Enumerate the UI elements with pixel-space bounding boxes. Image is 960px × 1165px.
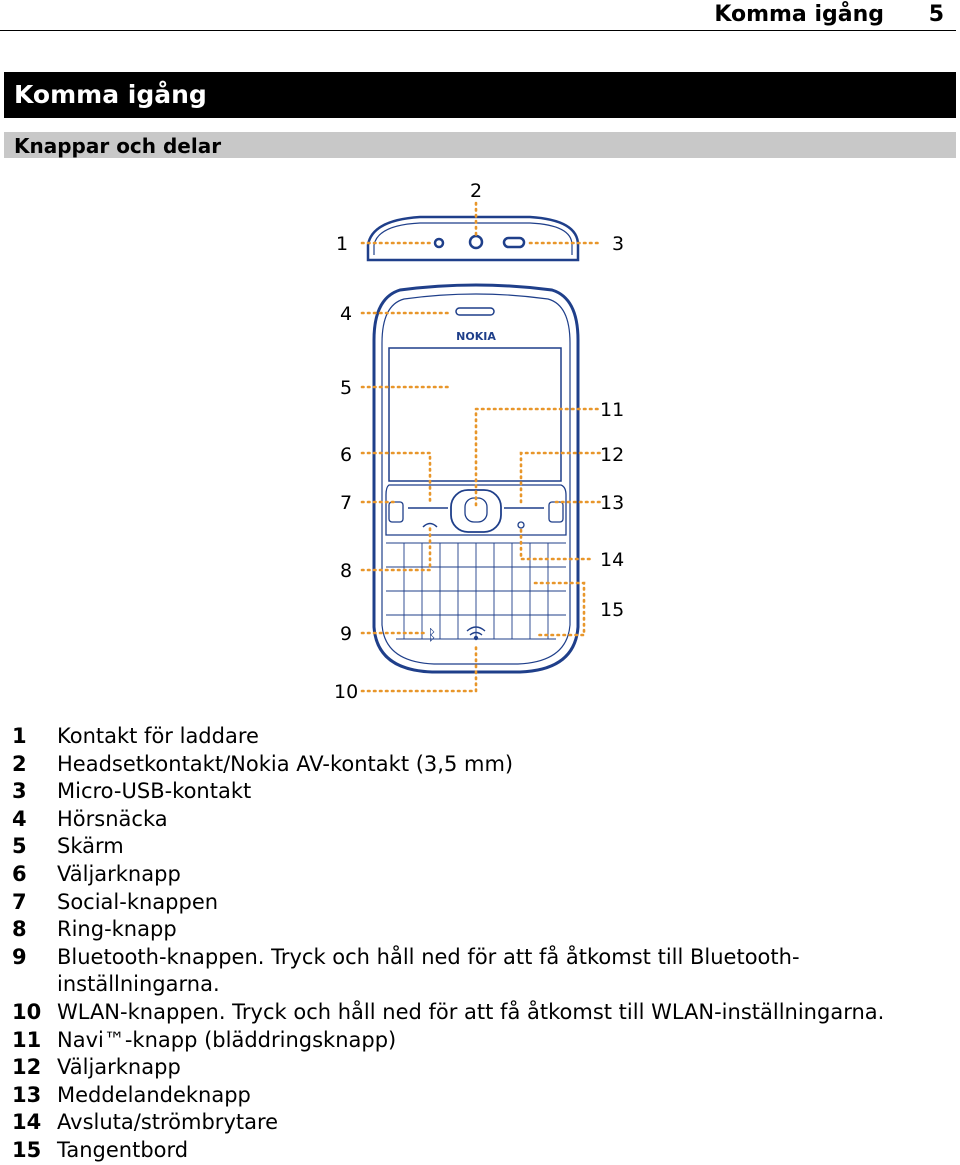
callout-7: 7	[340, 492, 352, 514]
legend-number: 4	[12, 806, 27, 831]
legend-number: 6	[12, 861, 27, 886]
callout-1: 1	[336, 233, 348, 255]
legend-text: Navi™-knapp (bläddringsknapp)	[57, 1027, 397, 1052]
callout-10: 10	[334, 681, 358, 703]
nokia-logo: NOKIA	[456, 330, 496, 343]
callout-numbers: 1 2 3 4 5 6 7 8 9 10 11 12 13 14 15	[334, 180, 624, 703]
running-header: Komma igång 5	[0, 0, 956, 31]
callout-8: 8	[340, 560, 352, 582]
callout-5: 5	[340, 377, 352, 399]
legend-item: 7 Social-knappen	[12, 889, 952, 917]
legend-number: 10	[12, 999, 42, 1024]
legend-number: 1	[12, 724, 27, 748]
legend-number: 3	[12, 779, 27, 804]
legend-number: 13	[12, 1082, 42, 1107]
social-key	[388, 501, 404, 523]
legend-text: Bluetooth-knappen. Tryck och håll ned fö…	[57, 944, 800, 997]
callout-lines	[360, 201, 602, 693]
charger-port-icon	[433, 237, 445, 249]
legend-text: Meddelandeknapp	[57, 1082, 251, 1107]
legend-number: 11	[12, 1027, 42, 1052]
legend-number: 5	[12, 834, 27, 859]
legend-text: Hörsnäcka	[57, 806, 168, 831]
callout-2: 2	[470, 180, 482, 202]
legend-item: 13 Meddelandeknapp	[12, 1082, 952, 1110]
legend-number: 2	[12, 751, 27, 776]
header-title: Komma igång	[714, 2, 884, 27]
navi-key-center	[464, 497, 488, 523]
wifi-icon	[466, 626, 486, 641]
page-number: 5	[928, 2, 944, 27]
legend-item: 14 Avsluta/strömbrytare	[12, 1109, 952, 1137]
legend-number: 7	[12, 889, 27, 914]
message-key	[548, 501, 564, 523]
legend-text: Väljarknapp	[57, 861, 181, 886]
legend-item: 15 Tangentbord	[12, 1137, 952, 1165]
legend-item: 1 Kontakt för laddare	[12, 723, 952, 751]
phone-front-view: NOKIA ᛒ	[372, 283, 580, 674]
legend-item: 4 Hörsnäcka	[12, 806, 952, 834]
subsection-title: Knappar och delar	[4, 132, 956, 158]
callout-3: 3	[612, 233, 624, 255]
callout-4: 4	[340, 303, 352, 325]
callout-15: 15	[600, 599, 624, 621]
legend-text: Micro-USB-kontakt	[57, 779, 252, 804]
callout-13: 13	[600, 492, 624, 514]
legend-number: 14	[12, 1110, 42, 1135]
legend-item: 6 Väljarknapp	[12, 861, 952, 889]
legend-item: 9 Bluetooth-knappen. Tryck och håll ned f…	[12, 944, 952, 999]
legend-item: 10 WLAN-knappen. Tryck och håll ned för a…	[12, 999, 952, 1027]
callout-14: 14	[600, 549, 624, 571]
legend-number: 12	[12, 1055, 42, 1080]
legend-item: 8 Ring-knapp	[12, 916, 952, 944]
navi-key	[450, 489, 502, 533]
callout-11: 11	[600, 399, 624, 421]
bluetooth-icon: ᛒ	[427, 626, 436, 644]
end-key-icon	[517, 521, 525, 529]
legend-item: 12 Väljarknapp	[12, 1054, 952, 1082]
legend-item: 2 Headsetkontakt/Nokia AV-kontakt (3,5 mm…	[12, 751, 952, 779]
phone-top-view	[366, 215, 580, 262]
legend-text: Kontakt för laddare	[57, 724, 259, 748]
keyboard	[386, 542, 566, 640]
callout-9: 9	[340, 623, 352, 645]
legend-text: Ring-knapp	[57, 917, 177, 942]
legend-item: 5 Skärm	[12, 833, 952, 861]
parts-legend: 1 Kontakt för laddare 2 Headsetkontakt/Nok…	[12, 723, 952, 1165]
legend-text: Tangentbord	[57, 1137, 189, 1162]
earpiece	[455, 307, 495, 316]
section-title: Komma igång	[4, 72, 956, 118]
callout-6: 6	[340, 444, 352, 466]
legend-item: 11 Navi™-knapp (bläddringsknapp)	[12, 1027, 952, 1055]
legend-text: Skärm	[57, 834, 124, 859]
usb-port-icon	[502, 236, 526, 249]
legend-text: Headsetkontakt/Nokia AV-kontakt (3,5 mm)	[57, 751, 514, 776]
legend-number: 15	[12, 1137, 42, 1162]
legend-text: Social-knappen	[57, 889, 219, 914]
call-key-icon	[422, 522, 438, 528]
legend-text: Väljarknapp	[57, 1055, 181, 1080]
legend-number: 8	[12, 917, 27, 942]
headset-jack-icon	[468, 234, 484, 250]
legend-number: 9	[12, 944, 27, 969]
legend-text: WLAN-knappen. Tryck och håll ned för att…	[57, 999, 885, 1024]
legend-text: Avsluta/strömbrytare	[57, 1110, 279, 1135]
callout-12: 12	[600, 444, 624, 466]
legend-item: 3 Micro-USB-kontakt	[12, 778, 952, 806]
phone-diagram: NOKIA ᛒ	[334, 180, 624, 703]
